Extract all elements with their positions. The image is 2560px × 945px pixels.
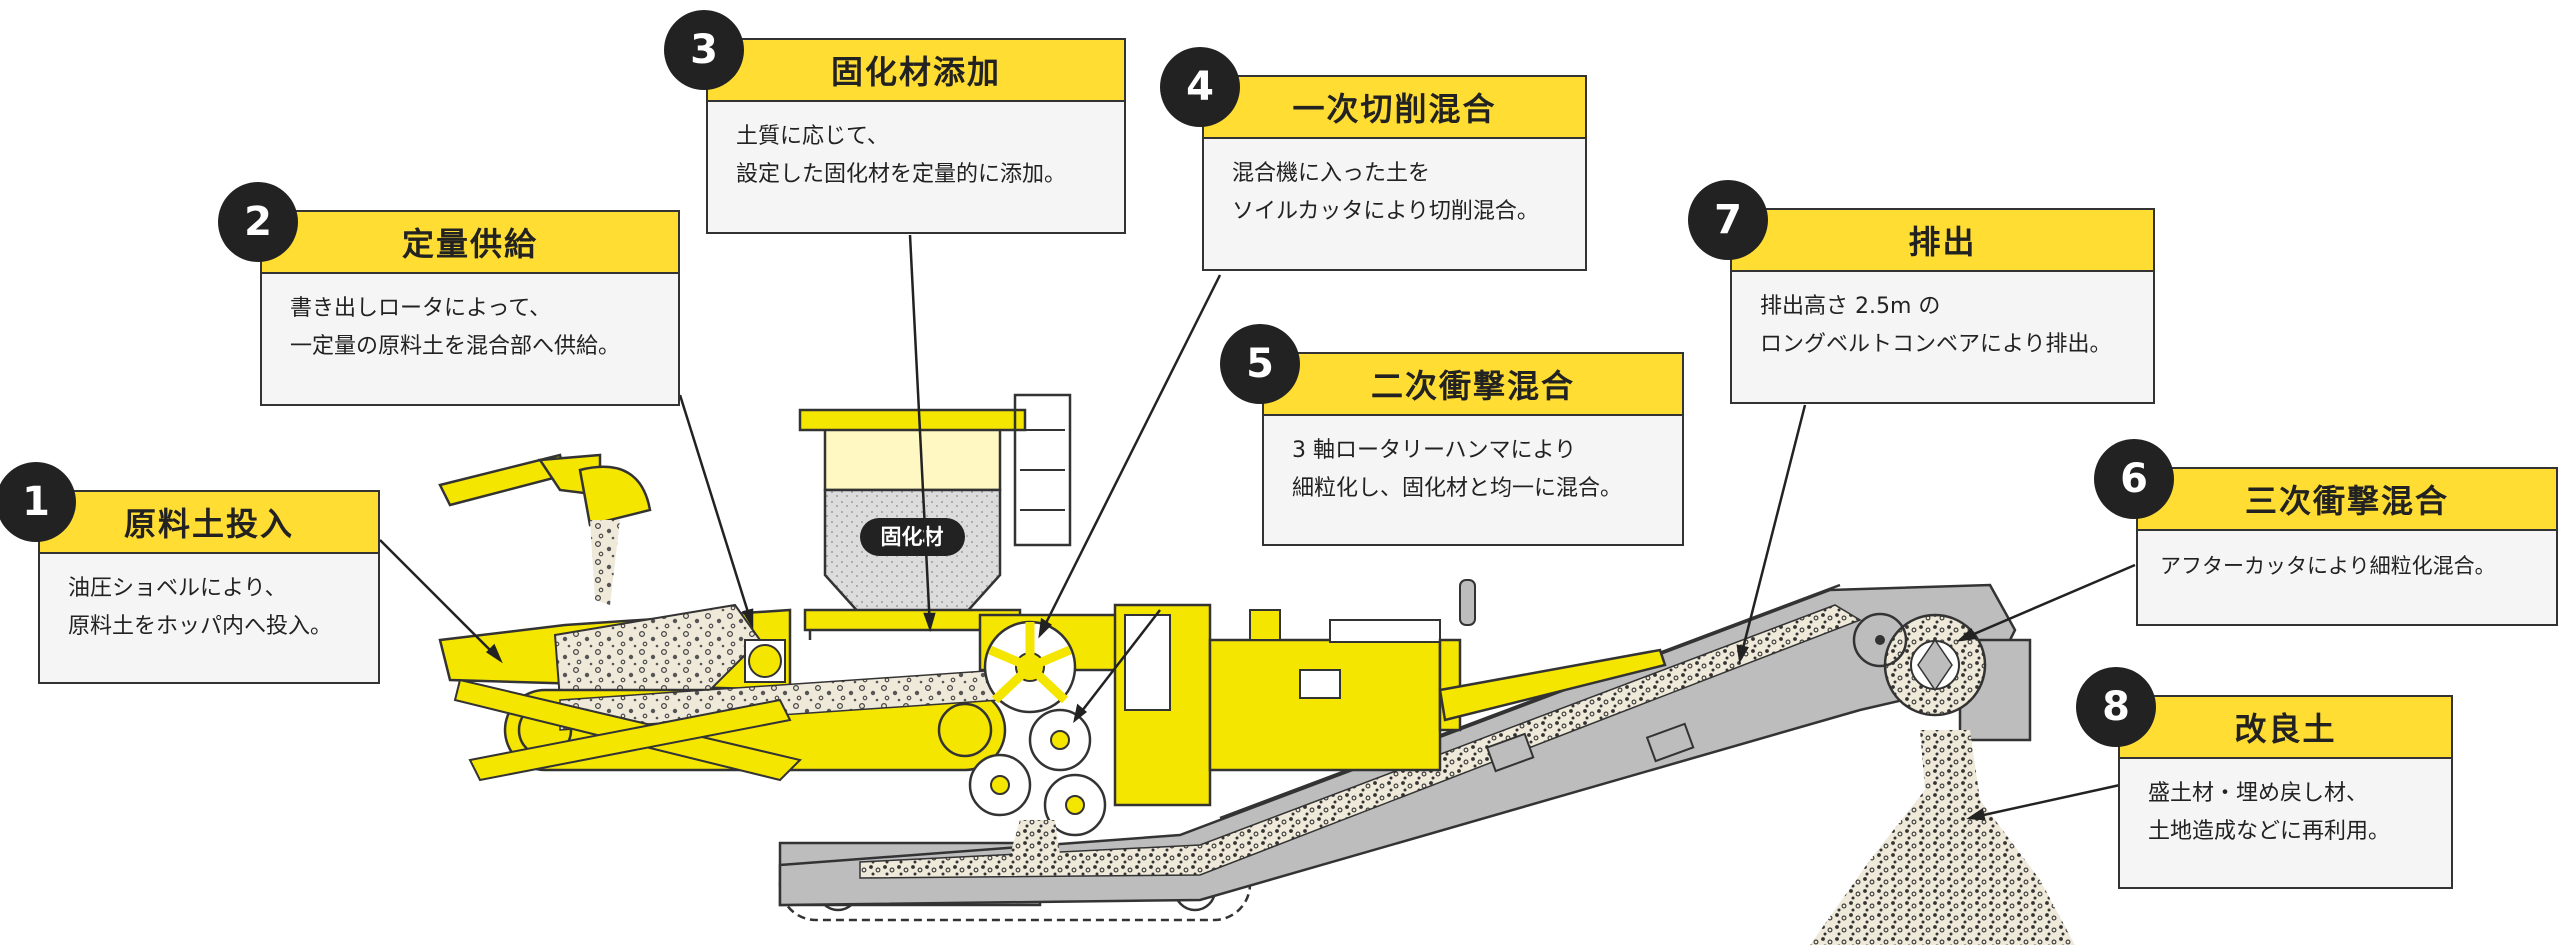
engine-unit	[1113, 579, 1667, 807]
improved-soil-pile	[1810, 730, 2075, 945]
mixer-rotors	[968, 613, 1122, 855]
step-1-desc: 油圧ショベルにより、 原料土をホッパ内へ投入。	[38, 554, 380, 684]
step-4-title: 一次切削混合	[1202, 75, 1587, 139]
step-7-desc: 排出高さ 2.5m の ロングベルトコンベアにより排出。	[1730, 272, 2155, 404]
step-4-desc: 混合機に入った土を ソイルカッタにより切削混合。	[1202, 139, 1587, 271]
step-7-title: 排出	[1730, 208, 2155, 272]
step-7-badge: 7	[1688, 180, 1768, 260]
step-6-title: 三次衝撃混合	[2136, 467, 2558, 531]
step-2-callout: 2 定量供給 書き出しロータによって、 一定量の原料土を混合部へ供給。	[218, 182, 680, 406]
step-6-callout: 6 三次衝撃混合 アフターカッタにより細粒化混合。	[2094, 439, 2558, 626]
step-1-badge: 1	[0, 462, 76, 542]
step-2-desc: 書き出しロータによって、 一定量の原料土を混合部へ供給。	[260, 274, 680, 406]
step-5-callout: 5 二次衝撃混合 3 軸ロータリーハンマにより 細粒化し、固化材と均一に混合。	[1220, 324, 1684, 546]
step-1-callout: 1 原料土投入 油圧ショベルにより、 原料土をホッパ内へ投入。	[0, 462, 380, 684]
hopper-feeder	[438, 603, 1007, 782]
step-8-desc: 盛土材・埋め戻し材、 土地造成などに再利用。	[2118, 759, 2453, 889]
step-7-callout: 7 排出 排出高さ 2.5m の ロングベルトコンベアにより排出。	[1688, 180, 2155, 404]
step-8-title: 改良土	[2118, 695, 2453, 759]
step-1-title: 原料土投入	[38, 490, 380, 554]
step-5-badge: 5	[1220, 324, 1300, 404]
additive-silo: 固化材	[798, 393, 1072, 640]
step-6-desc: アフターカッタにより細粒化混合。	[2136, 531, 2558, 626]
step-8-callout: 8 改良土 盛土材・埋め戻し材、 土地造成などに再利用。	[2076, 667, 2453, 889]
step-2-badge: 2	[218, 182, 298, 262]
step-6-badge: 6	[2094, 439, 2174, 519]
step-3-badge: 3	[664, 10, 744, 90]
excavator-bucket	[438, 453, 652, 605]
step-5-title: 二次衝撃混合	[1262, 352, 1684, 416]
step-3-callout: 3 固化材添加 土質に応じて、 設定した固化材を定量的に添加。	[664, 10, 1126, 234]
step-3-title: 固化材添加	[706, 38, 1126, 102]
hopper-label: 固化材	[881, 525, 944, 549]
step-8-badge: 8	[2076, 667, 2156, 747]
step-4-callout: 4 一次切削混合 混合機に入った土を ソイルカッタにより切削混合。	[1160, 47, 1587, 271]
step-2-title: 定量供給	[260, 210, 680, 274]
step-5-desc: 3 軸ロータリーハンマにより 細粒化し、固化材と均一に混合。	[1262, 416, 1684, 546]
step-3-desc: 土質に応じて、 設定した固化材を定量的に添加。	[706, 102, 1126, 234]
leader-lines	[379, 234, 2136, 821]
step-4-badge: 4	[1160, 47, 1240, 127]
